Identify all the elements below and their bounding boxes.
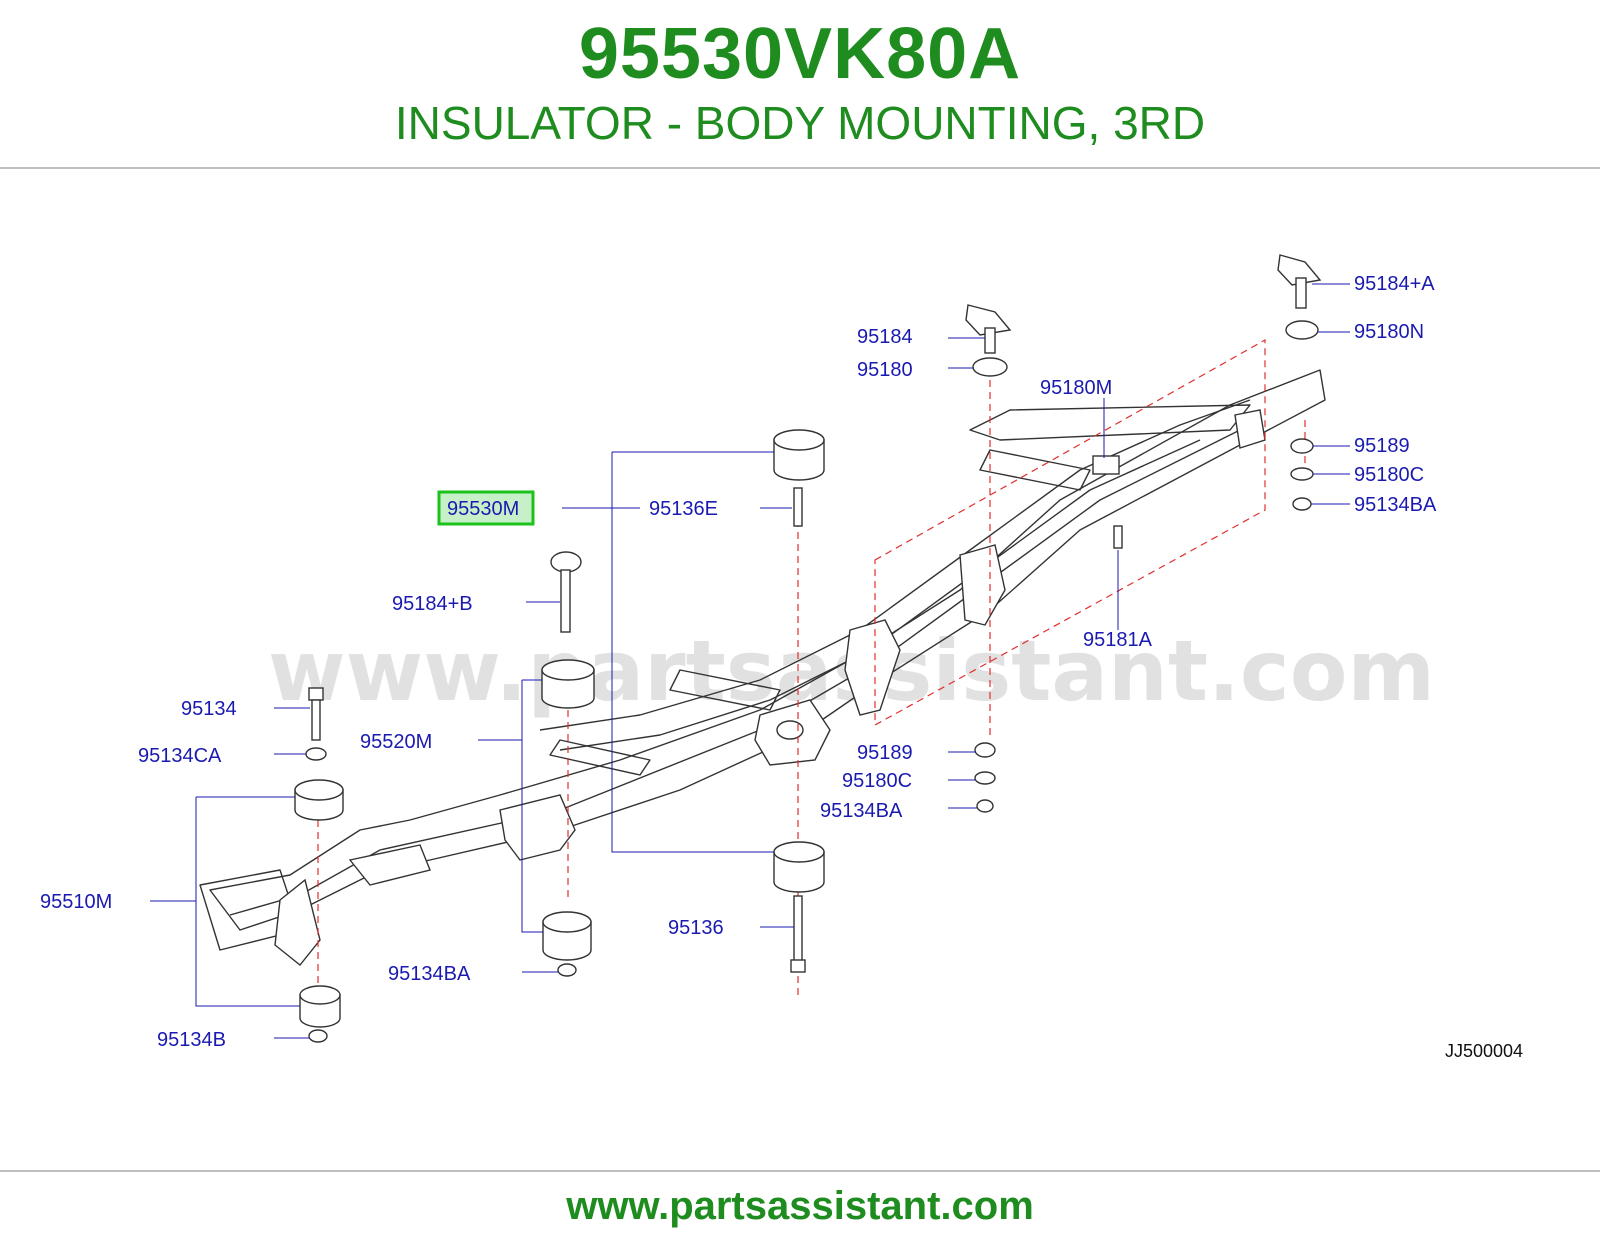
label-95184-b[interactable]: 95184+B [392, 593, 473, 615]
label-95180[interactable]: 95180 [857, 359, 913, 381]
label-95184-a[interactable]: 95184+A [1354, 273, 1435, 295]
label-95189-mid[interactable]: 95189 [857, 742, 913, 764]
vehicle-frame [199, 369, 1326, 966]
part-95180n-washer-icon [1285, 320, 1319, 340]
part-95189-mid-icon [974, 742, 996, 758]
footer-website-link[interactable]: www.partsassistant.com [566, 1184, 1034, 1228]
part-95180c-right-icon [1290, 467, 1314, 481]
label-95134ba-right[interactable]: 95134BA [1354, 494, 1437, 516]
parts-diagram: www.partsassistant.com [40, 254, 1523, 1061]
part-95134ba-left-icon [557, 963, 577, 977]
part-95530m-insulator-bottom-icon [773, 841, 825, 893]
label-95134ba-left[interactable]: 95134BA [388, 963, 471, 985]
label-95136e[interactable]: 95136E [649, 498, 718, 520]
part-95530m-insulator-top-icon [773, 429, 825, 481]
part-95134ca-washer-icon [305, 747, 327, 761]
part-95510m-insulator-bottom-icon [299, 985, 341, 1028]
leader-lines [150, 283, 1350, 1039]
part-95184-a-bolt-icon [1277, 254, 1322, 309]
label-95510m[interactable]: 95510M [40, 891, 112, 913]
footer-divider [0, 1170, 1600, 1172]
label-95184[interactable]: 95184 [857, 326, 913, 348]
part-95134b-nut-icon [308, 1029, 328, 1043]
label-95189-right[interactable]: 95189 [1354, 435, 1410, 457]
label-95134b[interactable]: 95134B [157, 1029, 226, 1051]
part-95520m-insulator-top-icon [541, 659, 595, 709]
label-95180c-mid[interactable]: 95180C [842, 770, 912, 792]
part-95134-bolt-icon [308, 687, 324, 741]
part-95520m-insulator-bottom-icon [542, 911, 592, 961]
part-95510m-insulator-top-icon [294, 779, 344, 821]
highlight-box [437, 490, 535, 526]
label-95180m[interactable]: 95180M [1040, 377, 1112, 399]
part-95180-washer-icon [972, 357, 1008, 377]
part-95134ba-right-icon [1292, 497, 1312, 511]
label-95530m-highlighted[interactable]: 95530M [447, 498, 519, 520]
label-95134[interactable]: 95134 [181, 698, 237, 720]
label-95520m[interactable]: 95520M [360, 731, 432, 753]
part-95184-b-bolt-icon [550, 551, 582, 633]
diagram-code: JJ500004 [1445, 1041, 1523, 1061]
header-divider [0, 167, 1600, 169]
part-95189-right-icon [1290, 438, 1314, 454]
part-description: INSULATOR - BODY MOUNTING, 3RD [394, 97, 1206, 149]
part-95134ba-mid-icon [976, 799, 994, 813]
label-95134ba-mid[interactable]: 95134BA [820, 800, 903, 822]
header: 95530VK80A INSULATOR - BODY MOUNTING, 3R… [0, 0, 1600, 168]
part-95136e-pin-icon [793, 487, 803, 527]
part-95136-bolt-icon [790, 895, 806, 973]
label-95134ca[interactable]: 95134CA [138, 745, 222, 767]
label-95180n[interactable]: 95180N [1354, 321, 1424, 343]
label-95136[interactable]: 95136 [668, 917, 724, 939]
part-95180c-mid-icon [974, 771, 996, 785]
label-95181a[interactable]: 95181A [1083, 629, 1153, 651]
part-95184-bolt-icon [965, 304, 1012, 354]
part-number-title: 95530VK80A [578, 14, 1022, 94]
label-95180c-right[interactable]: 95180C [1354, 464, 1424, 486]
part-95180m-plate-icon [1092, 455, 1120, 475]
part-95181a-clip-icon [1113, 525, 1123, 549]
